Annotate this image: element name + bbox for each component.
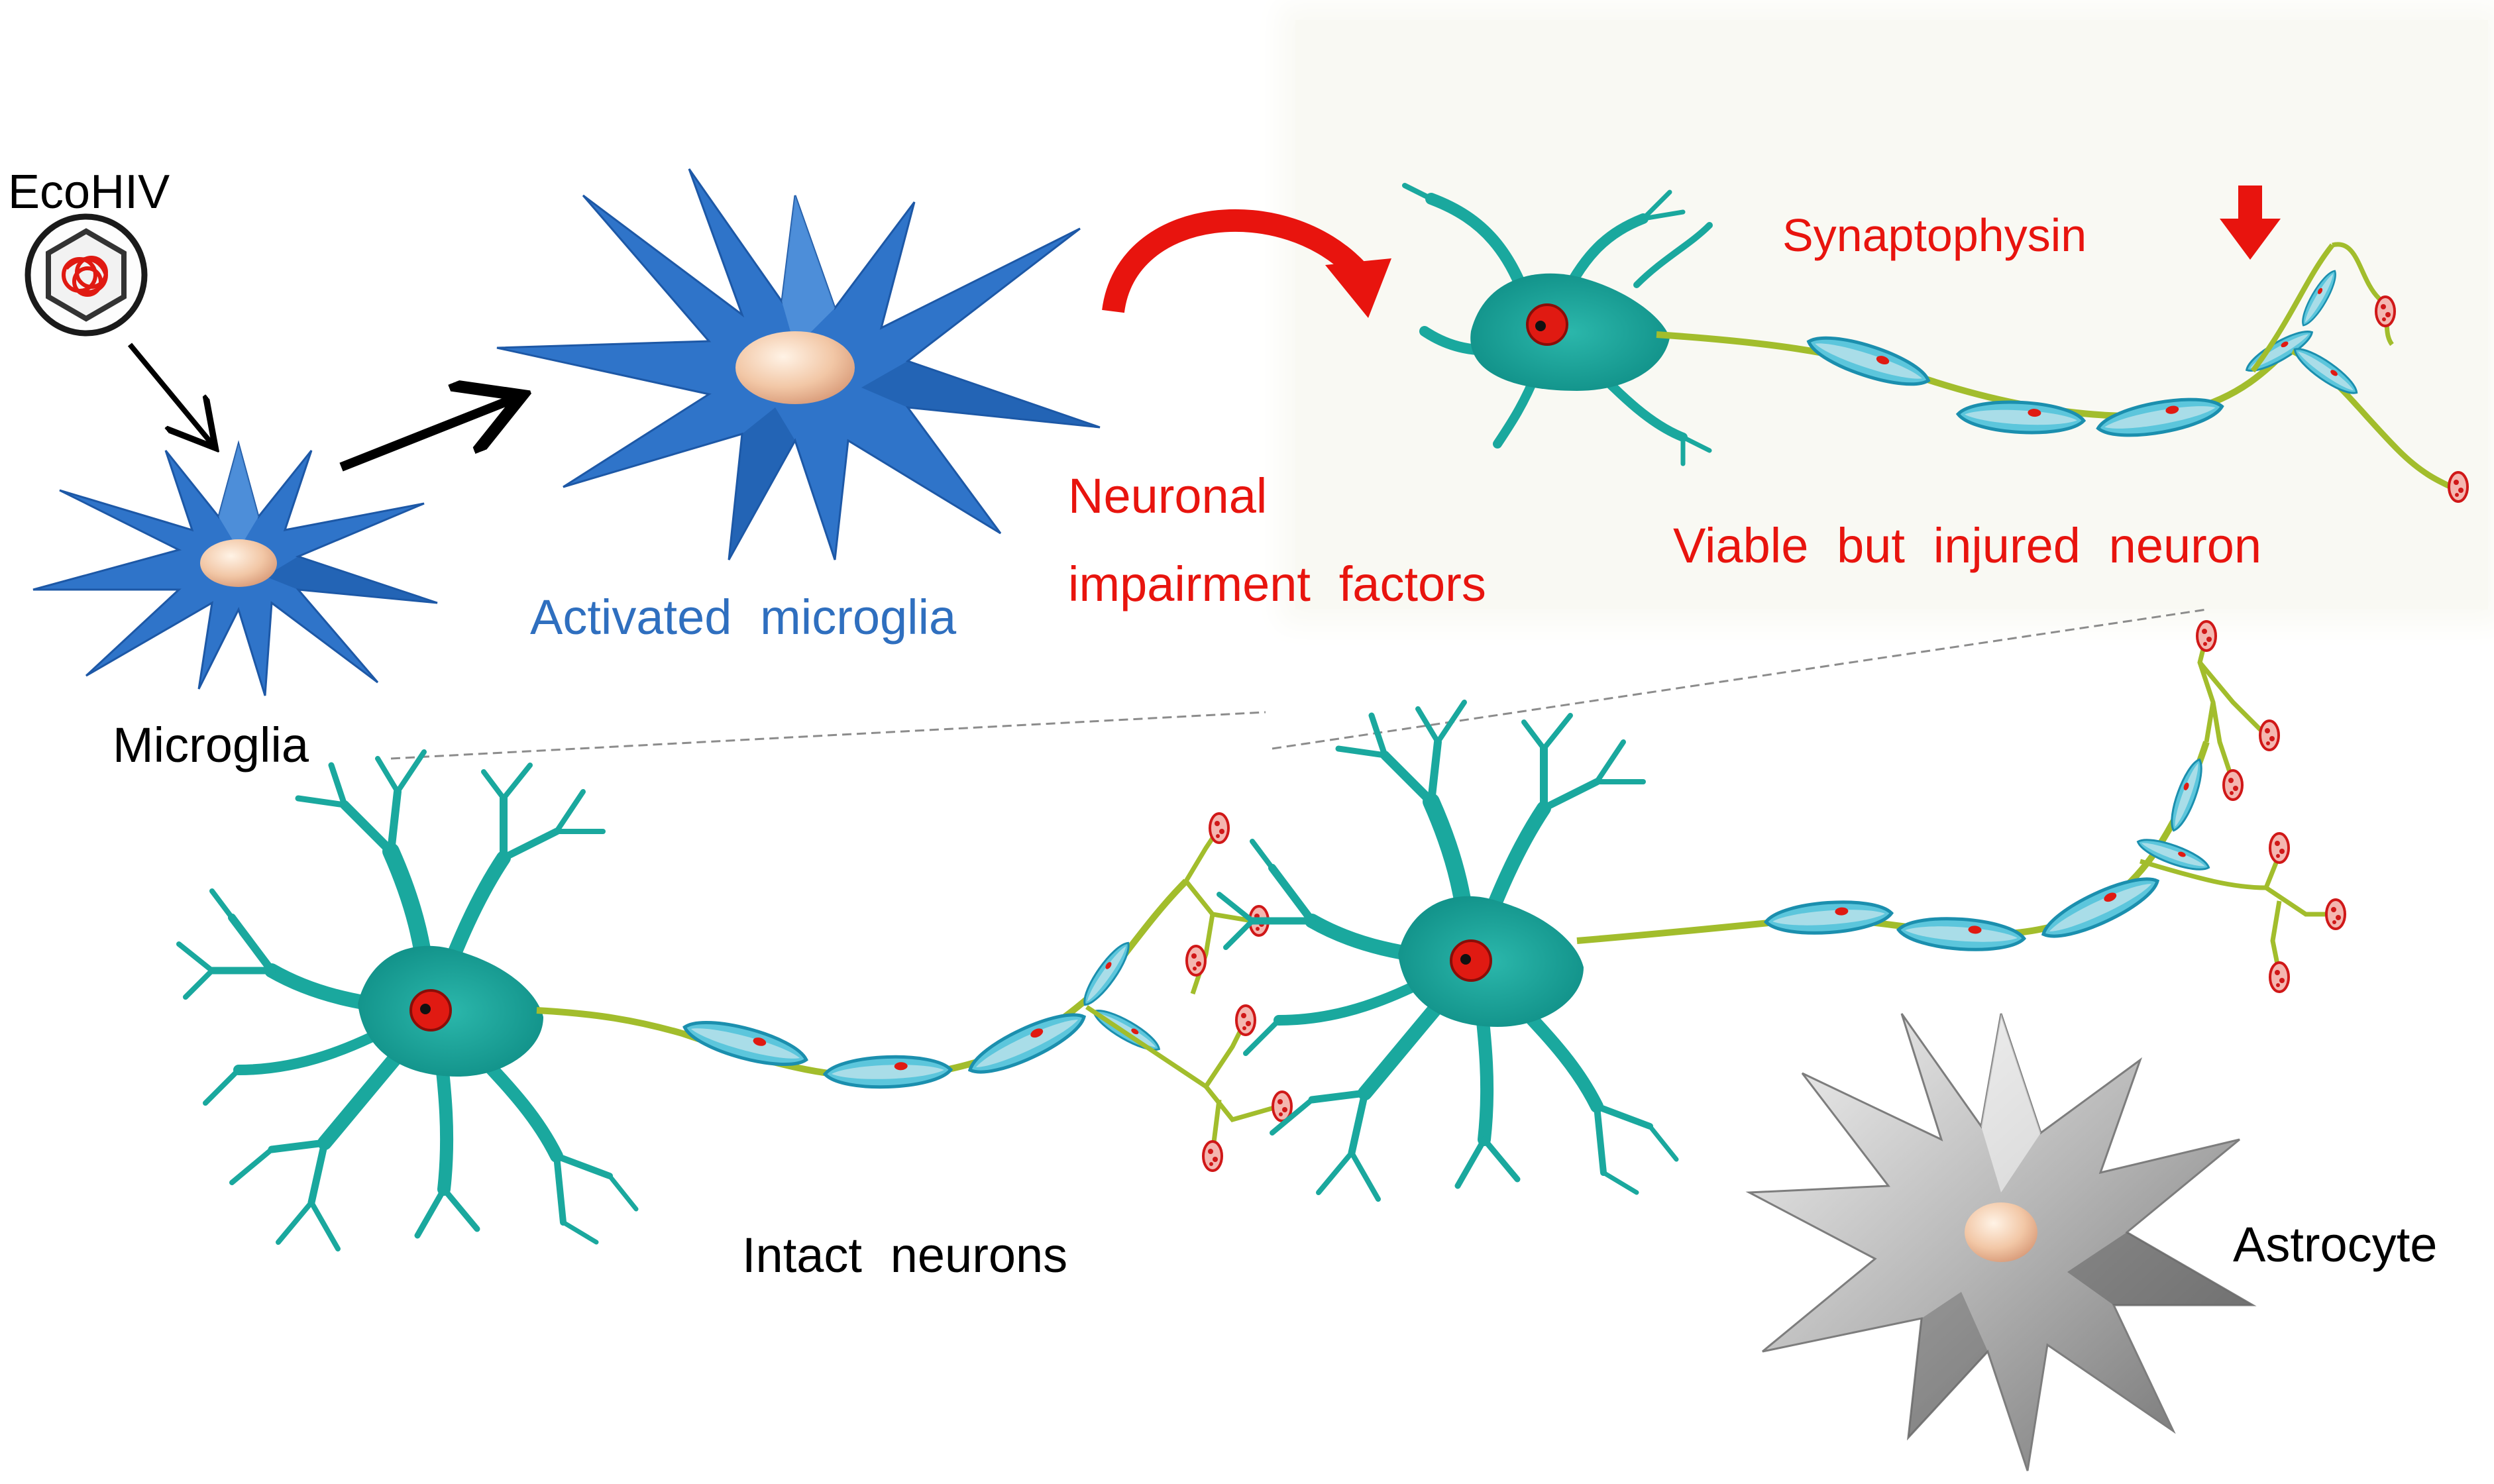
microglia-cell-icon [32,440,438,696]
microglia-label: Microglia [113,717,309,772]
impairment-factors-label-line1: Neuronal [1068,468,1268,523]
infection-arrow [127,343,212,444]
zoom-lines [390,608,2207,760]
synaptophysin-label: Synaptophysin [1782,209,2087,261]
intact-neuron-icon [1219,620,2346,1199]
activated-microglia-label: Activated microglia [530,590,957,645]
injured-neuron-label: Viable but injured neuron [1673,518,2262,573]
virus-label: EcoHIV [8,166,170,219]
impairment-factors-label-line2: impairment factors [1068,556,1486,611]
activation-arrow [339,399,514,472]
astrocyte-cell-icon [1745,1013,2257,1471]
intact-neurons-label: Intact neurons [742,1228,1068,1283]
down-arrow-icon [2220,186,2281,260]
virus-icon [25,213,148,337]
intact-neuron-icon [179,752,1293,1249]
injured-neuron-icon [1402,183,2469,503]
astrocyte-label: Astrocyte [2233,1217,2438,1272]
activated-microglia-cell-icon [496,168,1101,560]
curved-arrow-icon [1102,209,1391,318]
